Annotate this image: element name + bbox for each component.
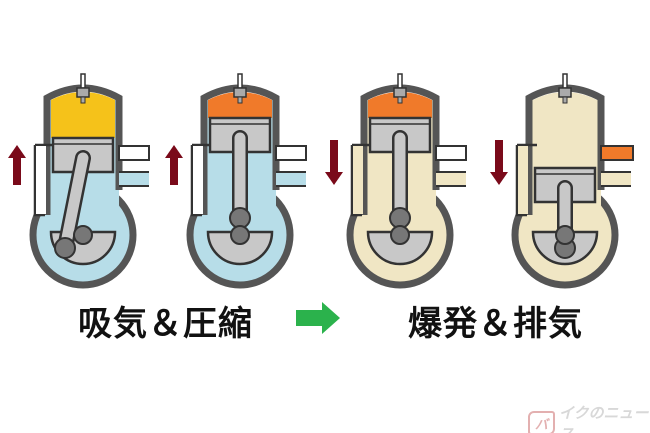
- watermark: バ イクのニュース: [528, 402, 650, 433]
- green-arrow-right-icon: [296, 302, 340, 334]
- stroke-down-arrow-icon: [490, 140, 508, 185]
- engine-intake-compression-1: [8, 73, 150, 289]
- engine-intake-compression-2: [165, 73, 307, 289]
- engine-combustion-exhaust-2: [490, 73, 634, 289]
- intake-compression-label: 吸気＆圧縮: [78, 304, 253, 344]
- watermark-text: イクのニュース: [558, 404, 649, 433]
- stroke-up-arrow-icon: [8, 145, 26, 185]
- spark-plug-icon: [558, 73, 572, 104]
- stroke-down-arrow-icon: [325, 140, 343, 185]
- stroke-up-arrow-icon: [165, 145, 183, 185]
- spark-plug-icon: [233, 73, 247, 104]
- spark-plug-icon: [393, 73, 407, 104]
- spark-plug-icon: [76, 73, 90, 104]
- combustion-exhaust-label: 爆発＆排気: [408, 304, 583, 344]
- engine-combustion-exhaust-1: [325, 73, 467, 289]
- watermark-logo: バ: [528, 411, 555, 433]
